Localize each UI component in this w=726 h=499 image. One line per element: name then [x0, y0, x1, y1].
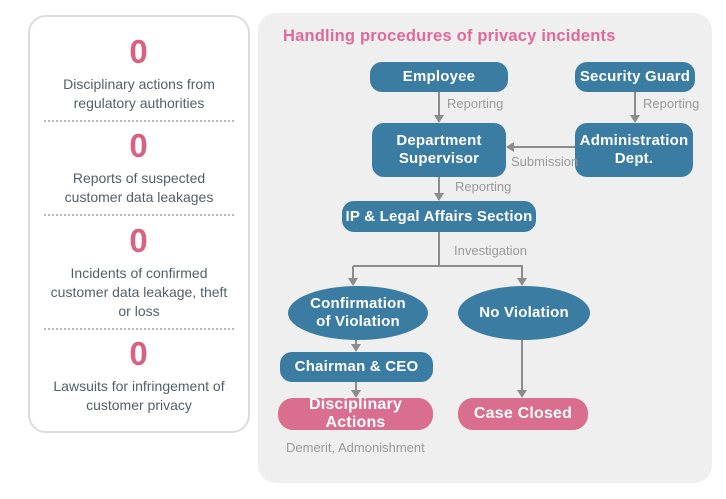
edge-label-investigation: Investigation — [454, 243, 527, 258]
arrow-admin-to-supervisor — [506, 142, 575, 152]
disciplinary-note: Demerit, Admonishment — [286, 440, 425, 455]
node-confirmation-of-violation: Confirmation of Violation — [288, 286, 428, 340]
flowchart-panel: Handling procedures of privacy incidents… — [258, 13, 712, 483]
stat-value: 0 — [129, 33, 149, 70]
arrow-chairman-to-disciplinary — [351, 382, 361, 398]
node-chairman-ceo: Chairman & CEO — [280, 352, 433, 382]
arrow-confirmation-to-chairman — [351, 340, 361, 352]
node-no-violation: No Violation — [458, 286, 590, 340]
node-disciplinary-actions: Disciplinary Actions — [278, 396, 433, 431]
stat-item: 0 Reports of suspected customer data lea… — [38, 129, 240, 207]
node-case-closed: Case Closed — [458, 398, 588, 430]
divider — [44, 327, 234, 330]
arrow-security-to-admin — [630, 92, 640, 123]
edge-label-reporting-security: Reporting — [643, 96, 700, 111]
stat-label: Reports of suspected customer data leaka… — [64, 170, 214, 206]
edge-label-reporting-employee: Reporting — [447, 96, 504, 111]
arrow-no-violation-to-case-closed — [517, 340, 527, 398]
divider — [44, 120, 234, 123]
flowchart-title: Handling procedures of privacy incidents — [283, 27, 616, 45]
stat-label: Incidents of confirmed customer data lea… — [50, 264, 228, 319]
node-employee: Employee — [370, 62, 508, 92]
arrow-branch-to-confirmation — [348, 266, 358, 286]
edge-label-reporting-supervisor: Reporting — [455, 179, 512, 194]
node-security-guard: Security Guard — [575, 62, 695, 92]
node-department-supervisor: Department Supervisor — [372, 123, 506, 177]
privacy-stats-panel: 0 Disciplinary actions from regulatory a… — [28, 15, 250, 433]
stat-item: 0 Disciplinary actions from regulatory a… — [38, 35, 240, 113]
stat-label: Lawsuits for infringement of customer pr… — [53, 377, 225, 413]
stat-label: Disciplinary actions from regulatory aut… — [63, 76, 215, 111]
arrow-employee-to-supervisor — [434, 92, 444, 123]
arrow-branch-to-no-violation — [517, 266, 527, 286]
node-ip-legal-affairs: IP & Legal Affairs Section — [342, 201, 536, 232]
node-administration-dept: Administration Dept. — [575, 123, 693, 177]
line-ip-legal-to-branch — [438, 232, 440, 266]
stat-value: 0 — [129, 221, 149, 259]
divider — [44, 214, 234, 217]
stat-value: 0 — [129, 334, 149, 372]
arrow-supervisor-to-ip-legal — [434, 177, 444, 201]
edge-label-submission: Submission — [511, 154, 579, 169]
stat-item: 0 Lawsuits for infringement of customer … — [38, 337, 240, 415]
stat-item: 0 Incidents of confirmed customer data l… — [38, 224, 240, 321]
line-branch-horizontal — [353, 265, 523, 267]
stat-value: 0 — [129, 127, 149, 165]
